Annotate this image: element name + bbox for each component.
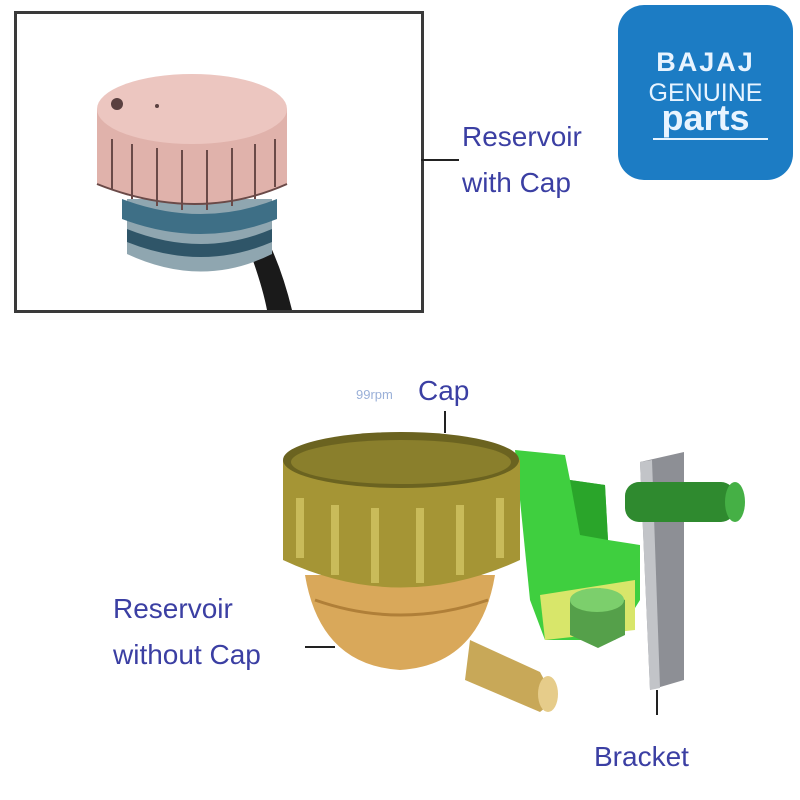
label-reservoir-with-cap: Reservoir with Cap <box>462 120 582 200</box>
bajaj-genuine-parts-logo: BAJAJ GENUINE parts <box>618 5 793 180</box>
reservoir-bowl <box>305 575 495 670</box>
label-reservoir-without-cap: Reservoir without Cap <box>113 592 261 672</box>
label-cap: Cap <box>418 375 470 406</box>
label-line-1: Reservoir <box>113 593 233 624</box>
leader-line-cap <box>444 411 446 433</box>
reservoir-with-cap-illustration <box>96 74 292 310</box>
label-bracket: Bracket <box>594 741 689 772</box>
nozzle <box>465 640 558 712</box>
bolt <box>570 588 625 648</box>
logo-underline <box>653 138 768 140</box>
label-line-2: without Cap <box>113 639 261 670</box>
logo-genuine: GENUINE <box>648 79 763 107</box>
leader-line-bracket <box>656 690 658 715</box>
logo-parts: parts <box>661 97 750 138</box>
green-pin <box>625 482 745 522</box>
label-line-1: Reservoir <box>462 121 582 152</box>
label-line-2: with Cap <box>462 167 571 198</box>
inset-reservoir-with-cap <box>14 11 424 313</box>
gold-cap <box>283 432 520 588</box>
logo-brand: BAJAJ <box>656 47 755 77</box>
leader-line-reservoir-without-cap <box>305 646 335 648</box>
leader-line-reservoir-with-cap <box>421 159 459 161</box>
watermark: 99rpm <box>356 387 393 402</box>
